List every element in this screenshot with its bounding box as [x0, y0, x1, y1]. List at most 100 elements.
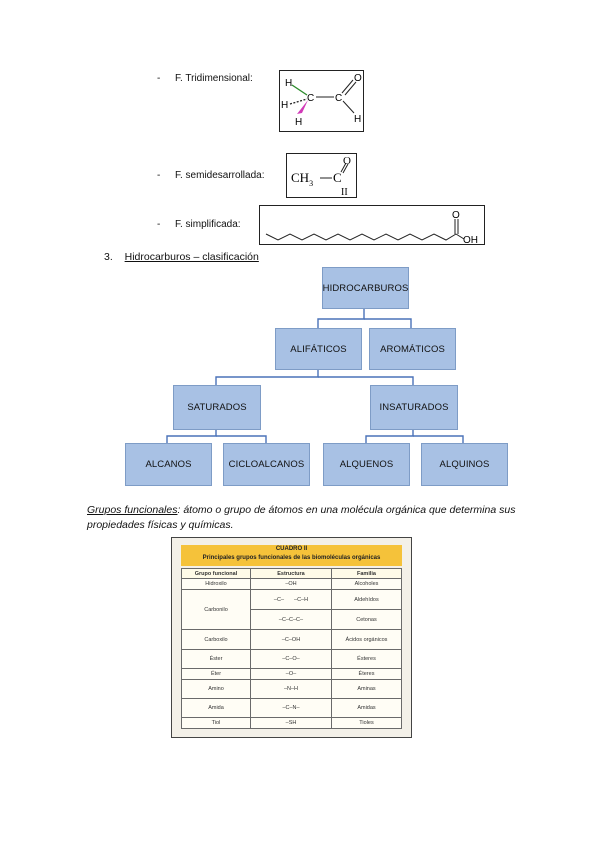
cell-estructura: –SH: [250, 717, 332, 729]
functional-groups-table-figure: CUADRO II Principales grupos funcionales…: [171, 537, 412, 738]
oh-group: OH: [463, 235, 478, 244]
cell-familia: Aldehídos: [331, 589, 402, 610]
header-estructura: Estructura: [250, 568, 332, 579]
grupos-funcionales-definition: : átomo o grupo de átomos en una molécul…: [87, 504, 516, 531]
header-familia: Familia: [331, 568, 402, 579]
bond-c-o-2: [342, 163, 349, 174]
section-title: Hidrocarburos – clasificación: [124, 251, 259, 263]
cell-familia: Ésteres: [331, 649, 402, 669]
ii-mark: II: [341, 187, 348, 197]
cell-familia: Amidas: [331, 698, 402, 718]
atom-h2: H: [281, 100, 288, 111]
bullet-dash: -: [157, 73, 161, 84]
node-hidrocarburos: HIDROCARBUROS: [322, 267, 409, 309]
cell-estructura: –C––C–H: [250, 589, 332, 610]
bond-c-h: [342, 100, 355, 114]
functional-groups-table: Grupo funcional Estructura Familia Hidro…: [181, 568, 402, 729]
table-header-row: Grupo funcional Estructura Familia: [181, 568, 402, 579]
simplificada-structure-box: O OH: [259, 205, 485, 246]
cell-estructura: –C–O–: [250, 649, 332, 669]
connector-saturados-alcanos: [166, 428, 217, 443]
cell-estructura: –C–N–: [250, 698, 332, 718]
skeletal-fatty-acid: O OH: [265, 210, 478, 246]
node-saturados: SATURADOS: [173, 385, 261, 430]
bond-c-oh: [455, 233, 465, 240]
section-number: 3.: [104, 251, 113, 263]
cell-familia: Aminas: [331, 679, 402, 699]
table-row: Hidroxilo –OH Alcoholes: [181, 578, 402, 590]
formula-tridimensional-label: F. Tridimensional:: [175, 73, 253, 84]
node-alquenos: ALQUENOS: [323, 443, 410, 486]
cell-grupo: Amino: [181, 679, 251, 699]
grupos-funcionales-term: Grupos funcionales: [87, 504, 178, 516]
formula-simplificada-label: F. simplificada:: [175, 219, 241, 230]
atom-h3: H: [295, 117, 302, 128]
atom-o: O: [354, 73, 362, 84]
bond-h1-c: [291, 84, 308, 96]
carbonilo-side-structure: –C–: [273, 596, 285, 603]
cell-grupo: Éter: [181, 668, 251, 680]
atom-c2: C: [335, 93, 342, 104]
cell-estructura: –O–: [250, 668, 332, 680]
table-row: Carboxilo –C–OH Ácidos orgánicos: [181, 629, 402, 650]
header-grupo: Grupo funcional: [181, 568, 251, 579]
cell-grupo: Éster: [181, 649, 251, 669]
connector-alifaticos-saturados: [215, 368, 319, 385]
node-aromaticos: AROMÁTICOS: [369, 328, 456, 370]
table-row: Amino –N–H Aminas: [181, 679, 402, 699]
formula-semidesarrollada-item: - F. semidesarrollada:: [157, 170, 264, 181]
node-alcanos: ALCANOS: [125, 443, 212, 486]
tridimensional-structure-box: H H H C C O H: [279, 70, 364, 132]
formula-simplificada-item: - F. simplificada:: [157, 219, 241, 230]
node-insaturados: INSATURADOS: [370, 385, 458, 430]
connector-insaturados-alquinos: [413, 435, 464, 443]
grupos-funcionales-paragraph: Grupos funcionales: átomo o grupo de áto…: [87, 503, 537, 533]
table-title-bar: CUADRO II Principales grupos funcionales…: [181, 545, 402, 566]
table-row: Éter –O– Éteres: [181, 668, 402, 680]
connector-root-alifaticos: [317, 307, 365, 328]
cell-grupo: Carbonilo: [181, 589, 251, 630]
cell-familia: Tioles: [331, 717, 402, 729]
cell-familia: Éteres: [331, 668, 402, 680]
table-subtitle: Principales grupos funcionales de las bi…: [202, 555, 381, 561]
bond-h3-c-wedge: [297, 100, 308, 114]
ch3-text: CH3: [291, 170, 313, 188]
node-alifaticos: ALIFÁTICOS: [275, 328, 362, 370]
semidesarrollada-structure-box: CH3 C O II: [286, 153, 357, 198]
cell-familia: Cetonas: [331, 609, 402, 630]
bullet-dash: -: [157, 170, 161, 181]
cell-grupo: Hidroxilo: [181, 578, 251, 590]
table-row: Tiol –SH Tioles: [181, 717, 402, 729]
cell-estructura: –N–H: [250, 679, 332, 699]
atom-h1: H: [285, 78, 292, 89]
connector-saturados-cicloalcanos: [216, 435, 267, 443]
atom-c1: C: [307, 93, 314, 104]
connector-alifaticos-insaturados: [318, 376, 414, 385]
carbon-chain: [265, 233, 457, 241]
cell-grupo: Carboxilo: [181, 629, 251, 650]
cell-estructura: –C–C–C–: [250, 609, 332, 630]
connector-insaturados-alquenos: [365, 428, 414, 443]
section-heading: 3. Hidrocarburos – clasificación: [104, 251, 259, 263]
table-row: Éster –C–O– Ésteres: [181, 649, 402, 669]
table-row: Amida –C–N– Amidas: [181, 698, 402, 718]
bond-c-o-1: [341, 79, 354, 94]
atom-h4: H: [354, 114, 361, 125]
formula-semidesarrollada-label: F. semidesarrollada:: [175, 170, 265, 181]
atom-o: O: [452, 210, 460, 221]
cell-estructura: –OH: [250, 578, 332, 590]
cell-familia: Alcoholes: [331, 578, 402, 590]
cell-grupo: Amida: [181, 698, 251, 718]
formula-tridimensional-item: - F. Tridimensional:: [157, 73, 253, 84]
cell-familia: Ácidos orgánicos: [331, 629, 402, 650]
bullet-dash: -: [157, 219, 161, 230]
node-cicloalcanos: CICLOALCANOS: [223, 443, 310, 486]
table-row: Carbonilo –C––C–H Aldehídos: [181, 589, 402, 630]
atom-o: O: [343, 155, 351, 167]
bond-c-o-1: [340, 162, 347, 173]
tridimensional-molecule: H H H C C O H: [281, 73, 362, 128]
semidesarrollada-molecule: CH3 C O II: [291, 155, 351, 198]
bond-h2-c-hashed: [289, 98, 308, 105]
atom-c: C: [333, 170, 342, 185]
